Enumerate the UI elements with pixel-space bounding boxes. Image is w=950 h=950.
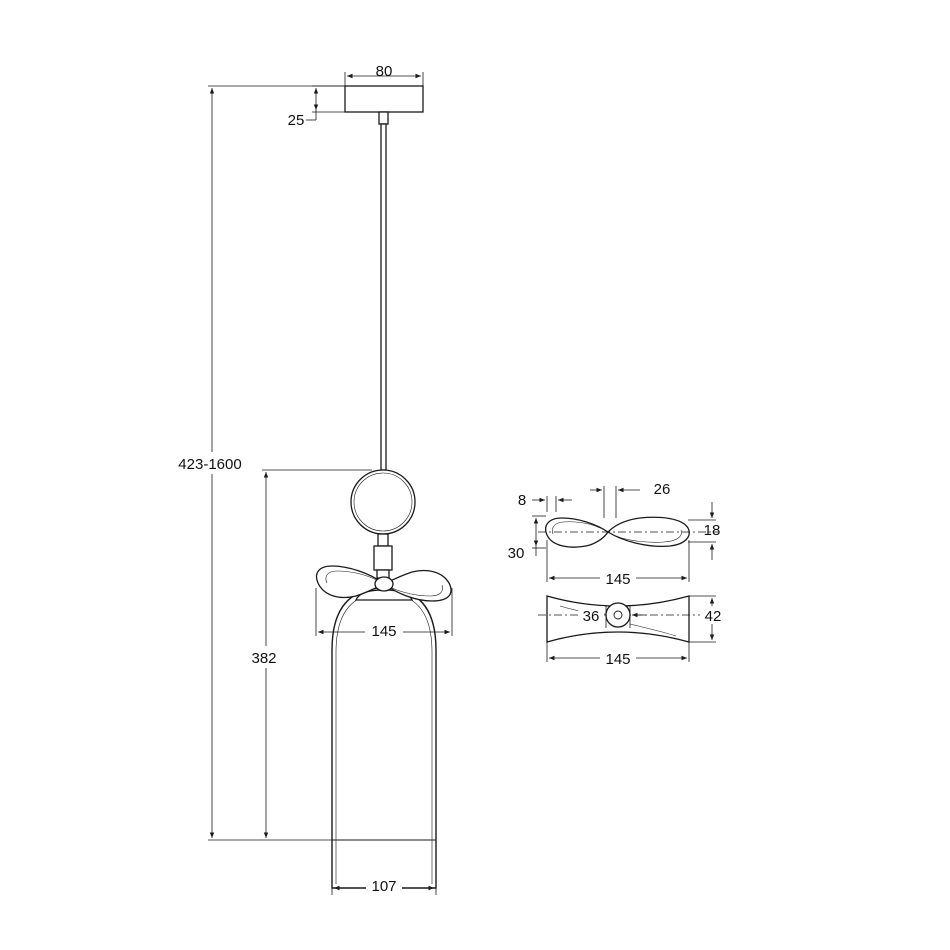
detail-height-label: 30 bbox=[508, 545, 525, 562]
dimension-shade-height: 382 bbox=[246, 469, 372, 838]
detail-depth-label: 42 bbox=[705, 608, 722, 625]
detail-loop-thickness-label: 8 bbox=[518, 492, 526, 509]
detail-center-width-label: 26 bbox=[654, 481, 671, 498]
shade-width-label: 107 bbox=[371, 878, 396, 895]
dimension-shade-width: 107 bbox=[331, 876, 437, 895]
detail-center-diameter-label: 36 bbox=[583, 608, 600, 625]
dimension-detail-width-side: 145 bbox=[546, 540, 690, 588]
detail-width-top-label: 145 bbox=[605, 651, 630, 668]
bow-ornament bbox=[315, 565, 452, 602]
total-height-label: 423-1600 bbox=[178, 456, 241, 473]
dimension-canopy-height: 25 bbox=[288, 85, 345, 129]
dimension-detail-center-width: 26 bbox=[590, 481, 670, 518]
bow-width-label: 145 bbox=[371, 623, 396, 640]
dimension-detail-loop-thickness: 8 bbox=[518, 492, 572, 512]
dimension-canopy-width: 80 bbox=[344, 63, 424, 86]
ceiling-canopy bbox=[344, 85, 424, 113]
dimension-detail-center-diameter: 36 bbox=[578, 606, 646, 628]
cord-connector bbox=[378, 111, 389, 125]
canopy-width-label: 80 bbox=[376, 63, 393, 80]
shade-height-label: 382 bbox=[251, 650, 276, 667]
center-mount-ring bbox=[605, 602, 631, 628]
glass-ball bbox=[350, 469, 416, 535]
ball-stem bbox=[377, 533, 389, 547]
dimension-detail-height: 30 bbox=[508, 515, 546, 562]
dimension-total-height: 423-1600 bbox=[168, 85, 345, 841]
detail-width-side-label: 145 bbox=[605, 571, 630, 588]
dimension-detail-loop-height: 18 bbox=[688, 502, 720, 560]
dimension-bow-width: 145 bbox=[315, 588, 453, 640]
suspension-rod bbox=[380, 123, 387, 471]
canopy-height-label: 25 bbox=[288, 112, 305, 129]
dimension-detail-width-top: 145 bbox=[546, 642, 690, 668]
lamp-front-view bbox=[315, 85, 452, 889]
dimension-detail-depth: 42 bbox=[689, 595, 726, 643]
bow-detail-side-view bbox=[538, 516, 718, 548]
detail-loop-height-label: 18 bbox=[704, 522, 721, 539]
bow-detail-top-view bbox=[538, 595, 720, 643]
